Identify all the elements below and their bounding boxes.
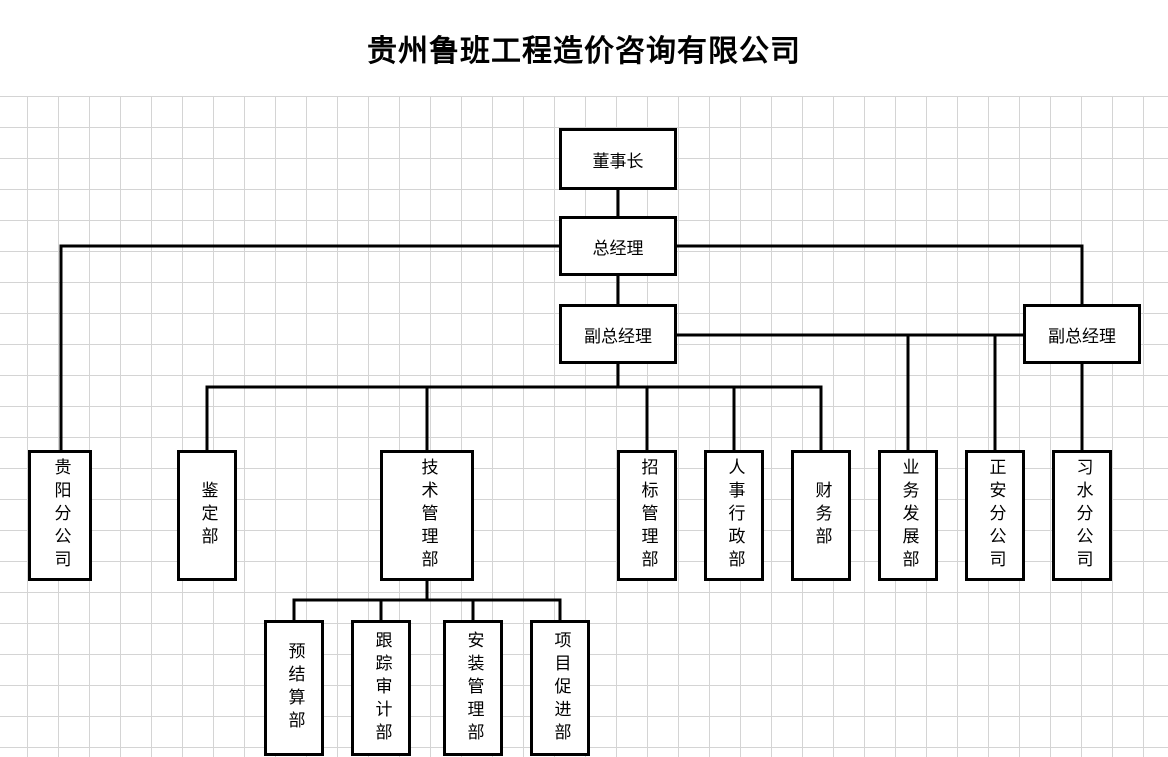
node-jishu-label: 技术管理部 [417,458,438,573]
node-yewu-label: 业务发展部 [898,458,919,573]
node-renshi-label: 人事行政部 [724,458,745,573]
node-vgm-left: 副总经理 [559,304,677,364]
node-yujiesuan-label: 预结算部 [284,642,305,734]
node-anzhuang-label: 安装管理部 [463,630,484,746]
node-vgm-right-label: 副总经理 [1048,326,1116,347]
node-genzong: 跟踪审计部 [351,620,411,756]
node-xishui: 习水分公司 [1052,450,1112,581]
line-gm-vgm-right [674,244,1084,307]
node-caiwu: 财务部 [791,450,851,581]
node-xishui-label: 习水分公司 [1072,458,1093,573]
node-zhengan-label: 正安分公司 [985,458,1006,573]
node-guiyang-label: 贵阳分公司 [50,458,71,573]
node-zhengan: 正安分公司 [965,450,1025,581]
title-bar: 贵州鲁班工程造价咨询有限公司 [0,0,1168,97]
node-xiangmu: 项目促进部 [530,620,590,756]
node-zhaobiao-label: 招标管理部 [637,458,658,573]
node-jianding: 鉴定部 [177,450,237,581]
node-chairman: 董事长 [559,128,677,190]
node-vgm-left-label: 副总经理 [584,326,652,347]
node-jishu: 技术管理部 [380,450,474,581]
node-anzhuang: 安装管理部 [443,620,503,756]
node-xiangmu-label: 项目促进部 [550,630,571,746]
node-renshi: 人事行政部 [704,450,764,581]
node-yujiesuan: 预结算部 [264,620,324,756]
chart-title: 贵州鲁班工程造价咨询有限公司 [367,34,801,69]
node-genzong-label: 跟踪审计部 [371,630,392,746]
line-gm-guiyang [59,244,562,453]
node-caiwu-label: 财务部 [811,481,832,550]
node-yewu: 业务发展部 [878,450,938,581]
node-vgm-right: 副总经理 [1023,304,1141,364]
node-guiyang: 贵阳分公司 [28,450,92,581]
node-jianding-label: 鉴定部 [197,481,218,550]
node-gm-label: 总经理 [592,238,644,259]
node-zhaobiao: 招标管理部 [617,450,677,581]
node-chairman-label: 董事长 [592,151,644,172]
node-gm: 总经理 [559,216,677,276]
